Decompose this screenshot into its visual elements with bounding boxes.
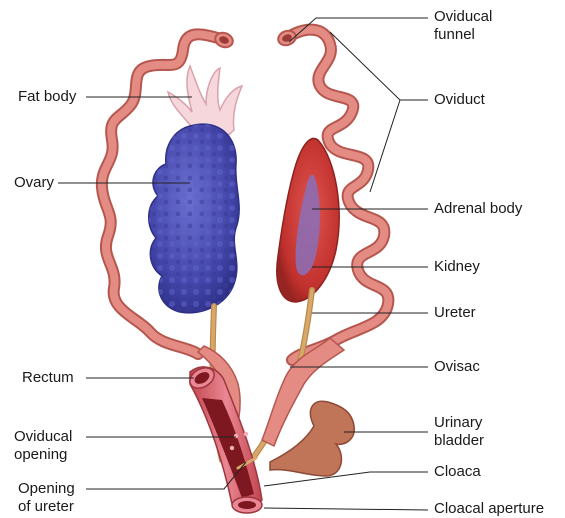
label-cloaca: Cloaca (434, 463, 481, 481)
label-oviducal-opening-line2: opening (14, 446, 72, 464)
leader-cloacal-aperture (264, 508, 428, 510)
label-oviduct: Oviduct (434, 91, 485, 109)
label-oviducal-opening: Oviducal opening (14, 428, 72, 464)
label-opening-of-ureter-line2: of ureter (18, 498, 75, 516)
label-opening-of-ureter-line1: Opening (18, 480, 75, 498)
label-kidney: Kidney (434, 258, 480, 276)
label-urinary-bladder-line1: Urinary (434, 414, 484, 432)
label-ureter: Ureter (434, 304, 476, 322)
rectum-cloaca-tube (186, 364, 262, 513)
label-fat-body: Fat body (18, 88, 76, 106)
leader-oviduct-a (330, 32, 428, 100)
label-rectum: Rectum (22, 369, 74, 387)
label-oviducal-funnel: Oviducal funnel (434, 8, 492, 44)
ovary (149, 124, 239, 313)
leader-oviduct-b (370, 100, 400, 192)
label-ovisac: Ovisac (434, 358, 480, 376)
label-adrenal-body: Adrenal body (434, 200, 522, 218)
label-opening-of-ureter: Opening of ureter (18, 480, 75, 516)
label-oviducal-funnel-line2: funnel (434, 26, 492, 44)
label-cloacal-aperture: Cloacal aperture (434, 500, 544, 518)
leader-cloaca (264, 472, 428, 486)
label-oviducal-funnel-line1: Oviducal (434, 8, 492, 26)
label-oviducal-opening-line1: Oviducal (14, 428, 72, 446)
label-ovary: Ovary (14, 174, 54, 192)
label-urinary-bladder: Urinary bladder (434, 414, 484, 450)
label-urinary-bladder-line2: bladder (434, 432, 484, 450)
